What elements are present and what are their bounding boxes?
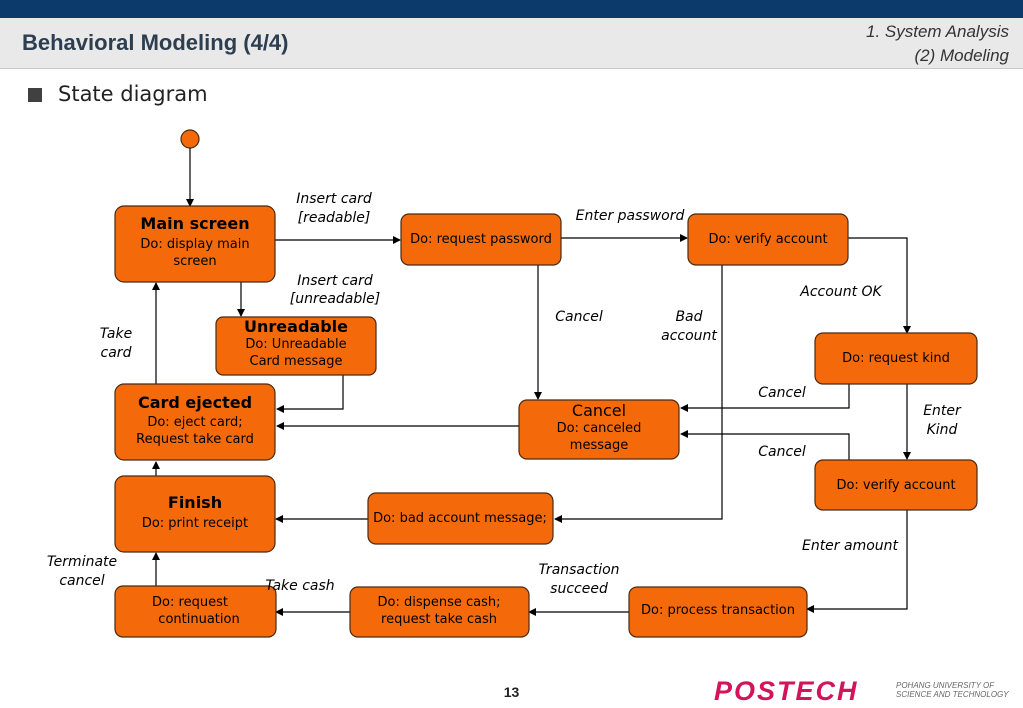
state-text: Do: verify account [836,478,955,493]
state-text: Do: display main [140,237,249,252]
bullet-square-icon [28,88,42,102]
state-request-kind: Do: request kind [814,332,978,385]
state-text: Do: print receipt [142,516,248,531]
state-text: Do: dispense cash; [377,595,500,610]
slide-header [0,18,1023,69]
label-cancel: Cancel [758,444,806,460]
state-verify-account-2: Do: verify account [814,459,978,511]
state-cancel: Cancel Do: canceled message [518,399,680,460]
state-dispense-cash: Do: dispense cash; request take cash [349,586,530,638]
breadcrumb-section: 1. System Analysis [866,22,1009,41]
state-text: Do: request password [410,232,552,247]
label-transaction-succeed-2: succeed [550,581,608,597]
edge-verify2-to-process [806,510,908,613]
state-bad-account: Do: bad account message; [367,492,554,545]
top-accent-bar [0,0,1023,18]
label-enter-amount: Enter amount [802,538,899,554]
edge-unreadable-to-card-ejected [276,375,344,413]
logo-subtitle-line: POHANG UNIVERSITY OF [896,681,995,690]
state-text: Card message [250,354,343,369]
state-unreadable: Unreadable Do: Unreadable Card message [215,316,377,376]
label-insert-card-readable-guard: [readable] [298,210,371,226]
label-cancel: Cancel [555,309,603,325]
state-verify-account-1: Do: verify account [687,213,849,266]
edge-verify-to-bad-account [554,265,723,523]
section-heading: State diagram [58,82,208,106]
state-text: message [570,438,628,453]
label-terminate-cancel: Terminate [47,554,117,570]
label-take-card-2: card [101,345,132,361]
state-card-ejected: Card ejected Do: eject card; Request tak… [114,383,276,461]
state-request-password: Do: request password [400,213,562,266]
state-text: Request take card [136,432,254,447]
state-process-transaction: Do: process transaction [628,586,808,638]
state-title: Main screen [140,214,249,233]
state-request-continuation: Do: request continuation [114,585,277,638]
state-text: Do: process transaction [641,603,795,618]
label-transaction-succeed: Transaction [538,562,619,578]
initial-state [180,129,200,149]
logo-subtitle-line: SCIENCE AND TECHNOLOGY [896,690,1009,699]
label-account-ok: Account OK [799,284,883,300]
transition-edges [152,148,911,616]
state-title: Unreadable [244,317,348,336]
state-finish: Finish Do: print receipt [114,475,276,553]
state-title: Card ejected [138,393,252,412]
state-title: Finish [168,493,222,512]
state-text: Do: request kind [842,351,950,366]
state-text: screen [173,254,216,269]
state-title: Cancel [572,401,626,420]
state-main-screen: Main screen Do: display main screen [114,205,276,283]
transition-labels: Insert card [readable] Enter password In… [47,191,962,597]
state-text: request take cash [381,612,497,627]
edge-verify2-to-cancel [680,430,850,460]
edge-request-kind-to-cancel [680,384,850,412]
label-terminate-cancel-2: cancel [59,573,104,589]
page-number: 13 [503,684,520,700]
edge-verify-to-request-kind [848,237,911,334]
label-enter-password: Enter password [576,208,685,224]
label-enter-kind-2: Kind [927,422,958,438]
postech-logo: POSTECH [714,676,859,706]
state-text: Do: bad account message; [373,511,547,526]
label-bad-account: Bad [675,309,702,325]
breadcrumb-subsection: (2) Modeling [914,46,1010,65]
label-take-card: Take [100,326,132,342]
slide-title: Behavioral Modeling (4/4) [22,30,289,55]
state-text: Do: Unreadable [245,337,346,352]
state-text: continuation [158,612,239,627]
label-take-cash: Take cash [265,578,334,594]
label-cancel: Cancel [758,385,806,401]
state-text: Do: verify account [708,232,827,247]
label-insert-card-readable: Insert card [296,191,372,207]
state-text: Do: canceled [557,421,642,436]
state-text: Do: request [152,595,228,610]
label-enter-kind: Enter [923,403,962,419]
label-insert-card-unreadable-guard: [unreadable] [290,291,380,307]
logo-subtitle: POHANG UNIVERSITY OF SCIENCE AND TECHNOL… [896,681,1009,699]
state-text: Do: eject card; [147,415,242,430]
label-insert-card-unreadable: Insert card [297,273,373,289]
label-bad-account-2: account [661,328,717,344]
